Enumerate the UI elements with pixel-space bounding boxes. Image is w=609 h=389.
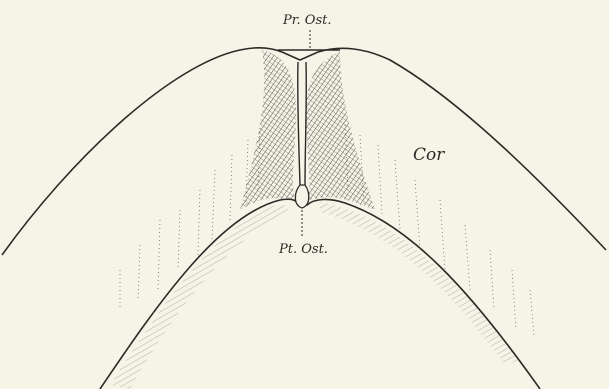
central-slit bbox=[298, 62, 300, 185]
left-lower-shading bbox=[110, 203, 290, 389]
left-fold-shading bbox=[240, 50, 296, 210]
pre-ostium-label: Pr. Ost. bbox=[282, 13, 331, 28]
central-slit-right bbox=[305, 62, 306, 185]
right-lower-shading bbox=[320, 202, 520, 365]
cor-label: Cor bbox=[413, 145, 445, 165]
outer-outline bbox=[2, 48, 606, 255]
post-ostium-opening bbox=[295, 185, 308, 208]
inner-outline bbox=[100, 199, 540, 389]
post-ostium-label: Pt. Ost. bbox=[278, 242, 328, 257]
right-fold-shading bbox=[306, 52, 375, 210]
